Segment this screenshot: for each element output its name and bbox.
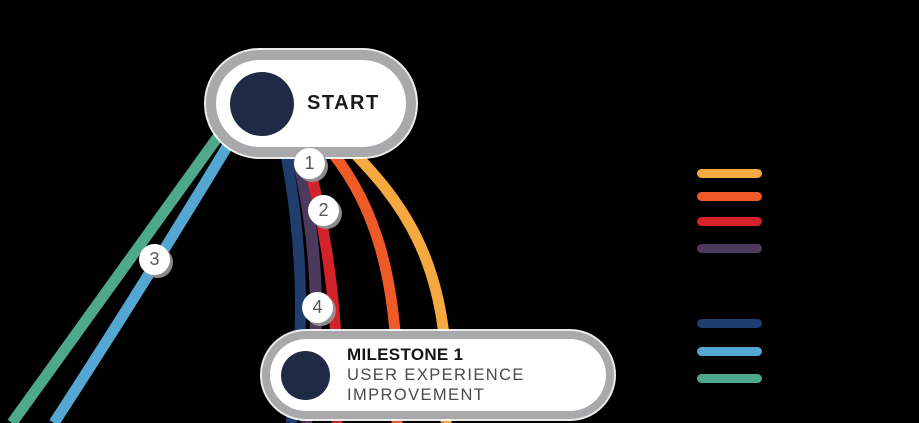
legend-swatch-navy bbox=[697, 319, 762, 328]
start-node-label: START bbox=[307, 92, 380, 114]
legend-swatch-light-blue bbox=[697, 347, 762, 356]
milestone-1-subtitle-line-1: USER EXPERIENCE bbox=[347, 366, 525, 384]
waypoint-marker-4: 4 bbox=[302, 292, 333, 323]
start-node-circle bbox=[230, 71, 294, 136]
legend-swatch-orange bbox=[697, 192, 762, 201]
milestone-1-node-inner: MILESTONE 1 USER EXPERIENCE IMPROVEMENT bbox=[270, 339, 606, 411]
milestone-1-node: MILESTONE 1 USER EXPERIENCE IMPROVEMENT bbox=[262, 331, 614, 419]
waypoint-marker-2: 2 bbox=[308, 195, 339, 226]
teal-connector-line bbox=[7, 116, 235, 423]
start-node: START bbox=[206, 50, 416, 157]
legend-swatch-teal bbox=[697, 374, 762, 383]
waypoint-marker-1: 1 bbox=[294, 148, 325, 179]
milestone-1-subtitle-line-2: IMPROVEMENT bbox=[347, 386, 486, 404]
legend-swatch-red bbox=[697, 217, 762, 226]
milestone-1-title: MILESTONE 1 bbox=[347, 345, 464, 364]
waypoint-marker-3: 3 bbox=[139, 244, 170, 275]
milestone-1-node-circle bbox=[281, 350, 330, 400]
start-node-inner: START bbox=[216, 60, 406, 147]
legend-swatch-purple bbox=[697, 244, 762, 253]
milestone-1-text-block: MILESTONE 1 USER EXPERIENCE IMPROVEMENT bbox=[347, 345, 525, 405]
legend-swatch-amber bbox=[697, 169, 762, 178]
